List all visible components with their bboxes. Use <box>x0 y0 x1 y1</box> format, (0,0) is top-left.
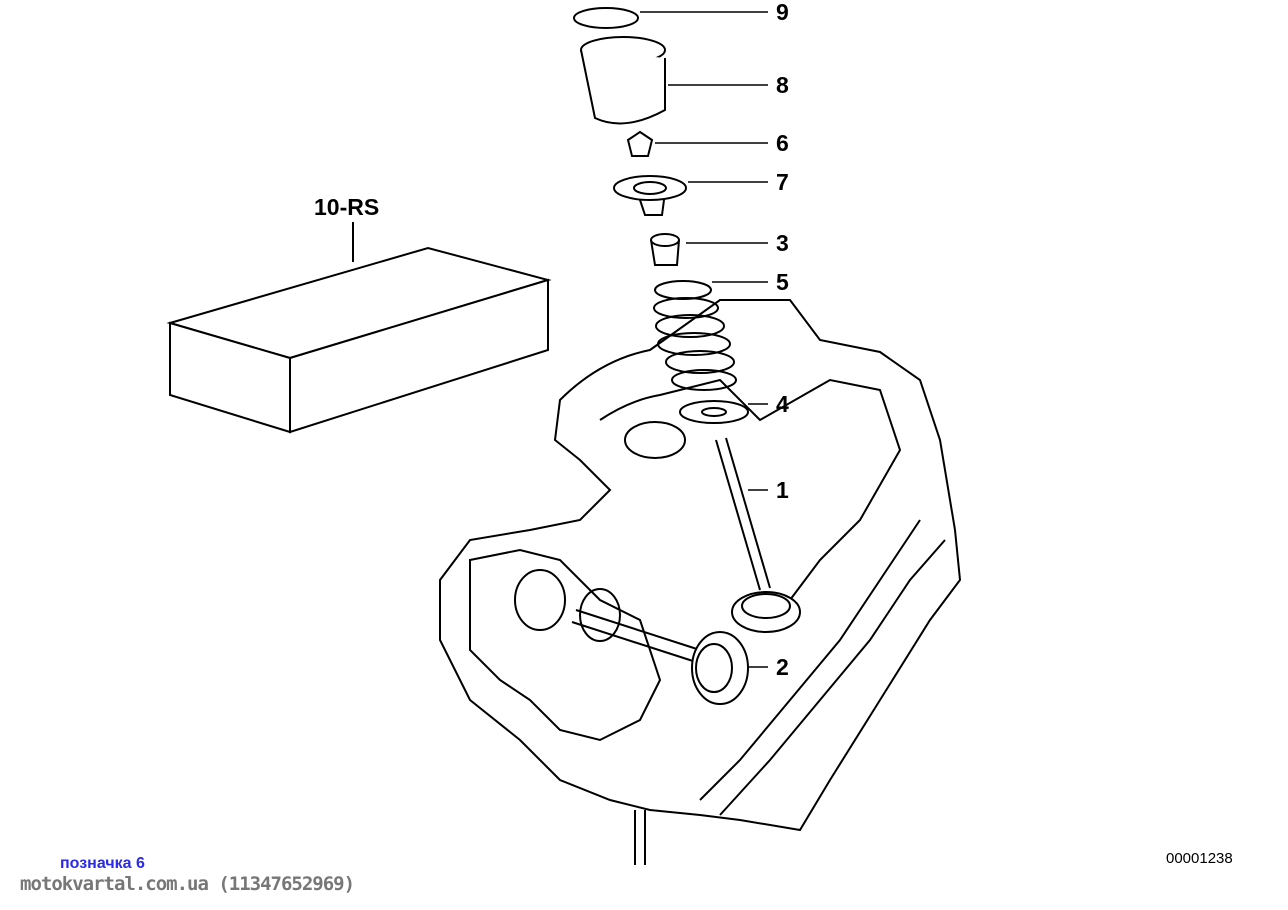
repair-kit-box <box>166 222 552 434</box>
part-1-intake-valve <box>715 437 801 633</box>
part-3-valve-stem-seal <box>650 233 680 266</box>
callout-3: 3 <box>776 230 789 256</box>
part-9-shim <box>573 7 639 29</box>
callout-7: 7 <box>776 169 789 195</box>
part-7-spring-retainer <box>613 175 687 216</box>
kit-label: 10-RS <box>314 194 380 220</box>
part-2-exhaust-valve <box>571 609 749 705</box>
footer-site[interactable]: motokvartal.com.ua (11347652969) <box>20 873 355 895</box>
part-6-collet <box>626 130 654 157</box>
callout-2: 2 <box>776 654 789 680</box>
part-8-bucket-tappet <box>580 36 666 125</box>
drawing-number: 00001238 <box>1166 850 1233 867</box>
part-5-valve-spring <box>653 280 737 391</box>
callout-6: 6 <box>776 130 789 156</box>
callout-1: 1 <box>776 477 789 503</box>
callout-5: 5 <box>776 269 789 295</box>
cylinder-head <box>439 299 962 865</box>
footer-tag: позначка 6 <box>60 855 145 872</box>
callout-9: 9 <box>776 0 789 25</box>
callout-4: 4 <box>776 391 789 417</box>
callout-8: 8 <box>776 72 789 98</box>
part-4-spring-seat <box>679 400 749 424</box>
leader-lines <box>640 11 768 668</box>
